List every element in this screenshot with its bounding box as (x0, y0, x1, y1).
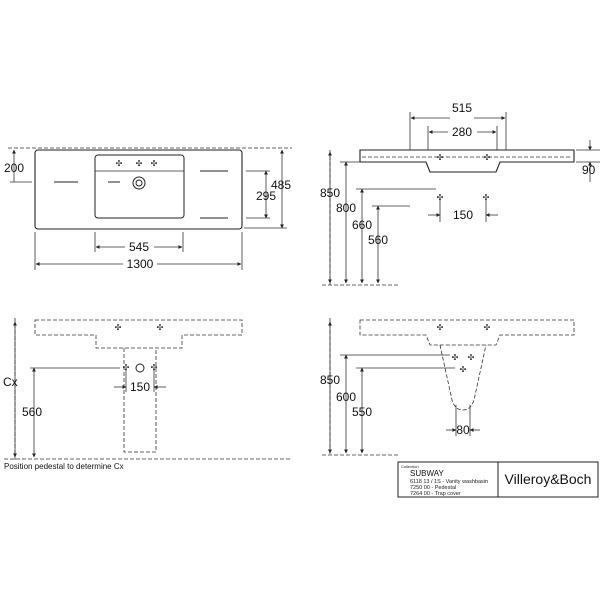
dim-600: 600 (336, 390, 356, 404)
brand-logo: Villeroy&Boch (505, 471, 592, 487)
dim-150: 150 (453, 208, 473, 222)
washbasin-section (359, 149, 575, 173)
dim-485: 485 (271, 178, 291, 192)
dim-545: 545 (129, 240, 149, 254)
svg-text:✣: ✣ (136, 159, 143, 168)
dim-560: 560 (22, 405, 42, 419)
washbasin-outline (34, 149, 243, 230)
svg-text:✣: ✣ (483, 193, 490, 202)
product-line-3: 7264 00 - Trap cover (410, 491, 461, 497)
product-line-1: 6118 13 / 1S - Vanity washbasin (410, 479, 488, 485)
dim-150: 150 (130, 380, 150, 394)
svg-text:✣: ✣ (437, 153, 444, 162)
svg-text:✣: ✣ (157, 323, 164, 332)
washbasin-front (34, 319, 243, 349)
svg-text:✣: ✣ (484, 153, 491, 162)
dim-660: 660 (352, 218, 372, 232)
svg-text:✣: ✣ (437, 193, 444, 202)
svg-text:✣: ✣ (151, 159, 158, 168)
dim-850: 850 (320, 373, 340, 387)
svg-text:✣: ✣ (460, 365, 467, 374)
pedestal-caption: Position pedestal to determine Cx (4, 462, 124, 471)
dim-cx: Cx (3, 375, 18, 389)
product-line-2: 7250 00 - Pedestal (410, 485, 456, 491)
pedestal-side (439, 344, 487, 411)
dim-200: 200 (4, 161, 24, 175)
washbasin-section (359, 319, 575, 346)
svg-text:✣: ✣ (468, 353, 475, 362)
series-name: SUBWAY (410, 469, 444, 478)
dim-80: 80 (456, 423, 470, 437)
drain-icon (132, 176, 146, 190)
side-view: ✣ ✣ 515 280 90 850 800 660 560 ✣ ✣ (320, 101, 600, 286)
svg-text:✣: ✣ (484, 323, 491, 332)
basin-bowl (94, 154, 185, 219)
svg-text:✣: ✣ (437, 323, 444, 332)
dim-800: 800 (336, 201, 356, 215)
dim-280: 280 (452, 125, 472, 139)
pedestal (123, 348, 157, 453)
svg-text:✣: ✣ (452, 353, 459, 362)
front-pedestal-view: ✣ ✣ ✣ ✣ 150 Cx 560 Position pedestal to … (3, 318, 290, 471)
svg-text:✣: ✣ (115, 323, 122, 332)
title-block: Collection SUBWAY 6118 13 / 1S - Vanity … (397, 461, 599, 498)
tap-holes: ✣ ✣ ✣ (116, 159, 158, 168)
dim-550: 550 (352, 405, 372, 419)
svg-text:✣: ✣ (123, 363, 130, 372)
side-pedestal-view: ✣ ✣ ✣ ✣ ✣ 80 850 600 550 (320, 318, 575, 456)
dim-515: 515 (452, 101, 472, 115)
dim-560: 560 (368, 233, 388, 247)
dim-295: 295 (256, 189, 276, 203)
collection-label: Collection (401, 464, 419, 469)
svg-text:✣: ✣ (116, 159, 123, 168)
top-view: ✣ ✣ ✣ 200 485 295 545 1300 (4, 147, 292, 271)
dim-1300: 1300 (127, 257, 154, 271)
svg-text:✣: ✣ (151, 363, 158, 372)
dim-850: 850 (320, 186, 340, 200)
dim-90: 90 (582, 163, 596, 177)
